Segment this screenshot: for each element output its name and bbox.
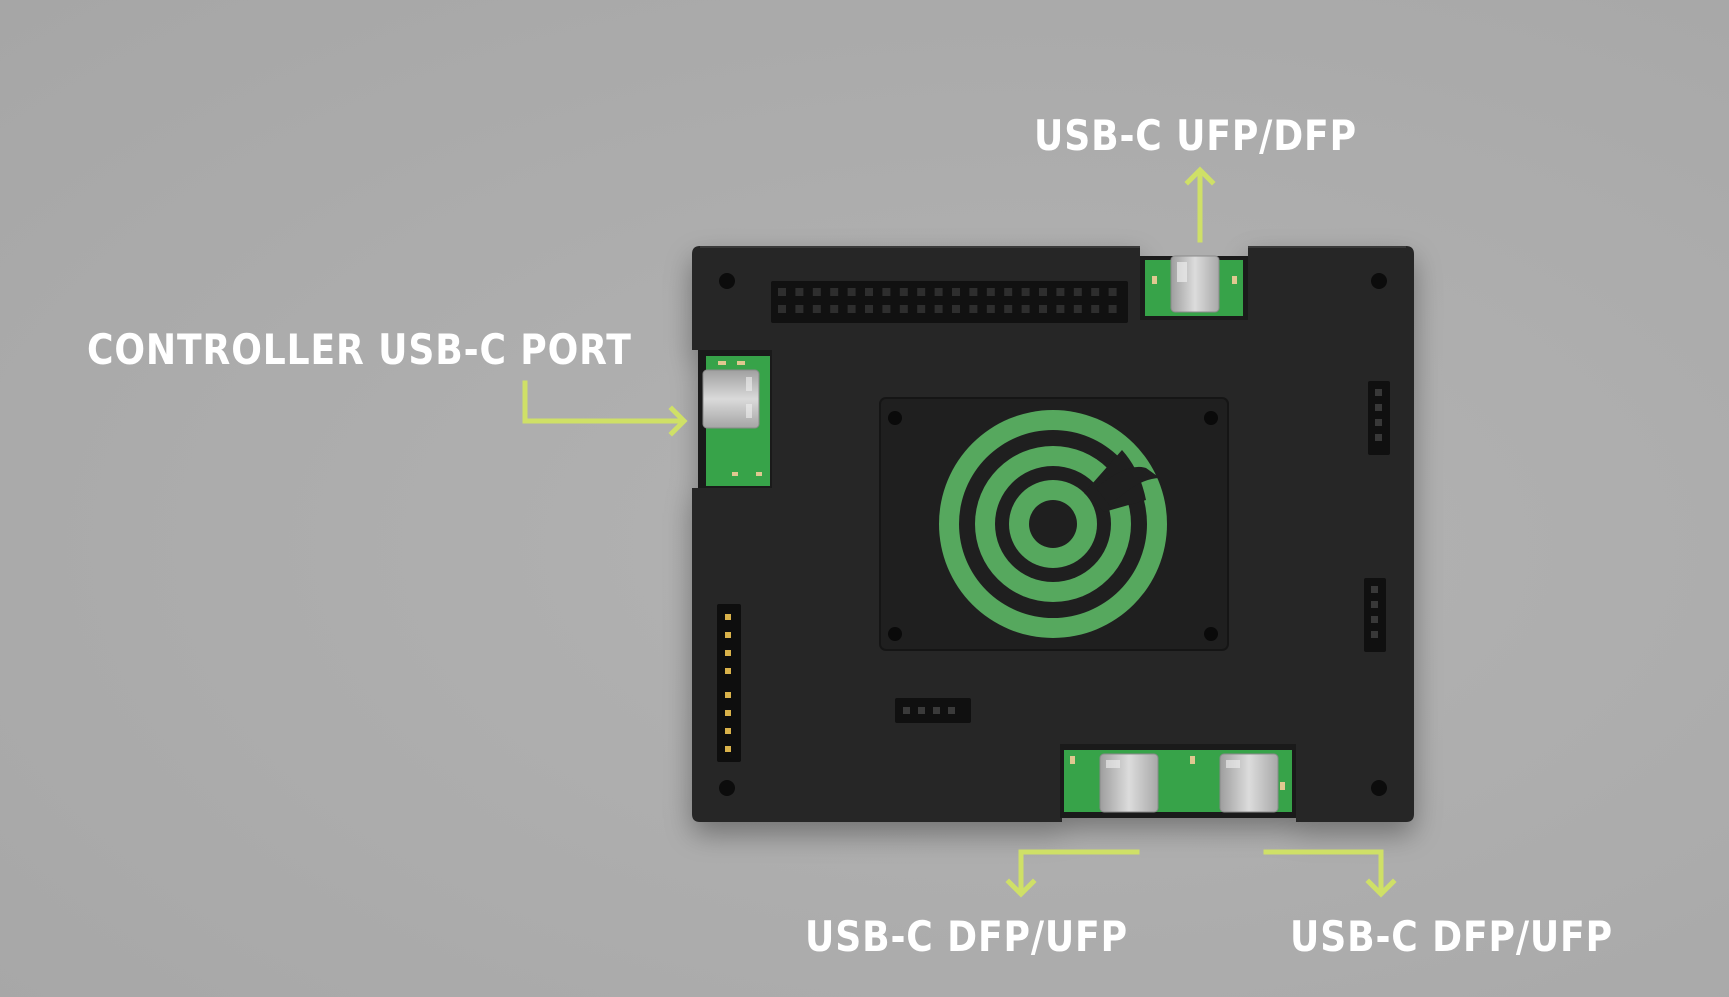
usb-c-port-top	[1140, 255, 1248, 320]
header-pin	[934, 288, 943, 296]
header-pin	[917, 305, 926, 313]
arrow-bottom-left	[1018, 849, 1140, 895]
header-pin	[899, 305, 908, 313]
header-pin	[812, 305, 821, 313]
small-header	[895, 698, 971, 723]
header-pin	[934, 305, 943, 313]
mounting-hole	[719, 273, 735, 289]
header-pin	[1039, 288, 1047, 296]
header-pin	[865, 288, 873, 296]
controller-usb-c-port	[698, 350, 772, 488]
header-pin	[778, 305, 786, 313]
header-pin	[1073, 288, 1082, 296]
header-pin	[1021, 288, 1030, 296]
header-pin	[882, 288, 891, 296]
header-pin	[795, 305, 804, 313]
gpio-header	[771, 281, 1128, 323]
header-pin	[1108, 288, 1117, 296]
header-pin	[986, 305, 995, 313]
header-pin	[1091, 305, 1100, 313]
header-pin	[1056, 305, 1065, 313]
mounting-hole	[1371, 780, 1387, 796]
header-pin	[1056, 288, 1065, 296]
mounting-holes	[719, 273, 1387, 796]
header-pin	[1091, 288, 1100, 296]
header-pin	[830, 305, 839, 313]
header-pin	[969, 305, 978, 313]
right-header-lower	[1364, 578, 1386, 652]
callout-usb-c-bottom-left: USB-C DFP/UFP	[805, 912, 1128, 961]
mounting-hole	[719, 780, 735, 796]
callout-controller-port: CONTROLLER USB-C PORT	[87, 325, 632, 374]
header-pin	[986, 288, 995, 296]
header-pin	[1021, 305, 1030, 313]
header-pin	[847, 305, 856, 313]
header-pin	[830, 288, 839, 296]
callout-usb-c-top: USB-C UFP/DFP	[1034, 111, 1357, 160]
header-pin	[1039, 305, 1047, 313]
callout-usb-c-bottom-right: USB-C DFP/UFP	[1290, 912, 1613, 961]
callout-arrows	[522, 166, 1397, 898]
header-pin	[1004, 288, 1013, 296]
header-pin	[917, 288, 926, 296]
usb-c-ports-bottom	[1060, 744, 1296, 818]
mounting-hole	[1371, 273, 1387, 289]
header-pin	[778, 288, 786, 296]
header-pin	[1108, 305, 1117, 313]
header-pin	[865, 305, 873, 313]
left-pin-header	[717, 604, 741, 762]
header-pin	[795, 288, 804, 296]
header-pin	[1004, 305, 1013, 313]
right-header-upper	[1368, 381, 1390, 455]
header-pin	[952, 288, 960, 296]
arrow-left	[522, 380, 685, 424]
header-pin	[882, 305, 891, 313]
header-pin	[969, 288, 978, 296]
brand-logo-icon	[939, 410, 1167, 638]
header-pin	[1073, 305, 1082, 313]
arrow-bottom-right	[1263, 849, 1384, 895]
header-pin	[899, 288, 908, 296]
header-pin	[847, 288, 856, 296]
header-pin	[812, 288, 821, 296]
header-pin	[952, 305, 960, 313]
